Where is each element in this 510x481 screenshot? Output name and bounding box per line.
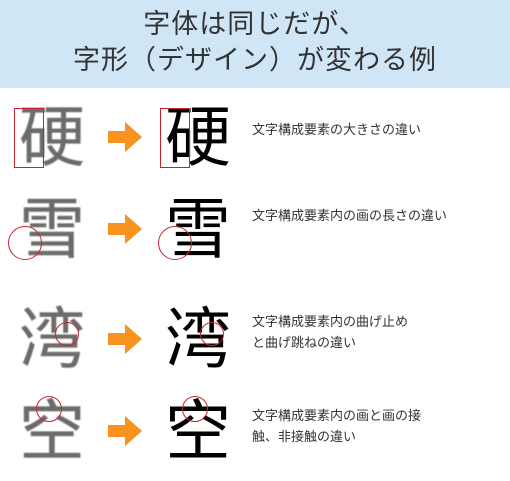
right-arrow-icon [108, 324, 142, 354]
header-title-line2: 字形（デザイン）が変わる例 [73, 45, 437, 76]
right-arrow-icon [108, 416, 142, 446]
example-row-3: 湾 湾 文字構成要素内の曲げ止め と曲げ跳ねの違い [0, 300, 510, 380]
description-line: と曲げ跳ねの違い [252, 336, 357, 351]
description-line: 文字構成要素の大きさの違い [252, 123, 422, 138]
header-banner: 字体は同じだが、 字形（デザイン）が変わる例 [0, 0, 510, 88]
example-description: 文字構成要素内の曲げ止め と曲げ跳ねの違い [252, 312, 502, 354]
header-title-line1: 字体は同じだが、 [143, 9, 367, 40]
highlight-circle-after [182, 396, 208, 422]
glyph-after: 硬 [165, 99, 231, 176]
example-row-1: 硬 硬 文字構成要素の大きさの違い [0, 98, 510, 178]
right-arrow-icon [108, 214, 142, 244]
example-row-2: 雪 雪 文字構成要素内の画の長さの違い [0, 190, 510, 270]
description-line: 文字構成要素内の画と画の接 [252, 409, 422, 424]
right-arrow-icon [108, 122, 142, 152]
highlight-circle-before [8, 226, 42, 260]
glyph-before: 湾 [19, 301, 86, 379]
description-line: 触、非接触の違い [252, 430, 357, 445]
highlight-rectangle-before [14, 108, 44, 168]
highlight-circle-before [36, 396, 62, 422]
highlight-circle-after [200, 322, 224, 346]
glyph-after: 湾 [165, 301, 231, 378]
example-description: 文字構成要素内の画と画の接 触、非接触の違い [252, 406, 502, 448]
description-line: 文字構成要素内の画の長さの違い [252, 209, 448, 224]
glyph-before: 硬 [19, 99, 86, 177]
example-row-4: 空 空 文字構成要素内の画と画の接 触、非接触の違い [0, 392, 510, 472]
example-description: 文字構成要素内の画の長さの違い [252, 206, 502, 227]
example-description: 文字構成要素の大きさの違い [252, 120, 502, 141]
description-line: 文字構成要素内の曲げ止め [252, 315, 409, 330]
highlight-circle-before [55, 322, 79, 346]
highlight-rectangle-after [160, 108, 190, 168]
highlight-circle-after [158, 226, 192, 260]
